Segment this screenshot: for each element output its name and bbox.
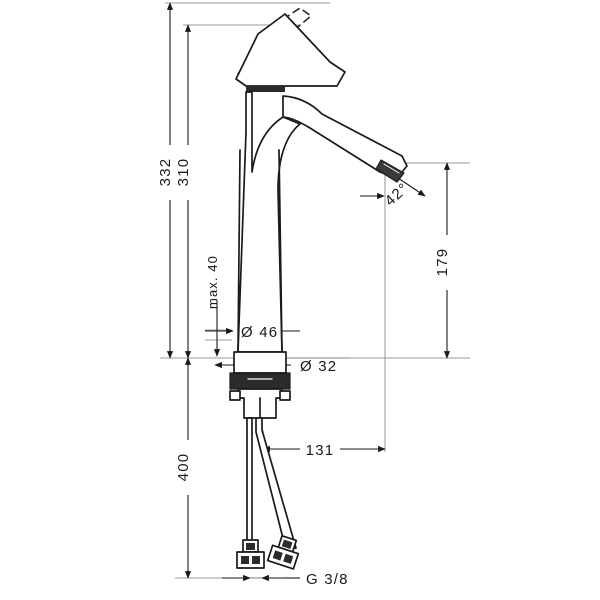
hose-end-connector-right	[266, 534, 300, 570]
dimension-label-d32: Ø 32	[300, 358, 337, 375]
lever-seam	[246, 86, 285, 92]
dimension-label-310: 310	[175, 158, 192, 187]
mounting-plate	[229, 372, 291, 390]
body-left-edge	[237, 149, 241, 353]
flexible-supply-hose-left	[246, 417, 253, 549]
dimension-label-g38: G 3/8	[306, 571, 349, 588]
dimension-label-179: 179	[434, 248, 451, 277]
dimension-label-d46: Ø 46	[241, 324, 278, 341]
mounting-nut-left-ear	[229, 390, 241, 401]
base-ring	[233, 351, 287, 374]
aerator-outlet	[375, 159, 405, 183]
aerator-outlet-line	[383, 163, 400, 174]
flexible-supply-hose-right	[255, 417, 297, 551]
dimension-label-131: 131	[306, 442, 335, 459]
hose-end-connector-left	[236, 539, 265, 569]
body-right-edge	[278, 149, 283, 353]
mixer-body-column	[237, 91, 301, 353]
dimension-label-332: 332	[157, 158, 174, 187]
dimension-label-max-40: max. 40	[205, 255, 220, 309]
mounting-nut-right-ear	[279, 390, 291, 401]
dimension-label-400: 400	[175, 453, 192, 482]
faucet-outline	[229, 7, 408, 570]
